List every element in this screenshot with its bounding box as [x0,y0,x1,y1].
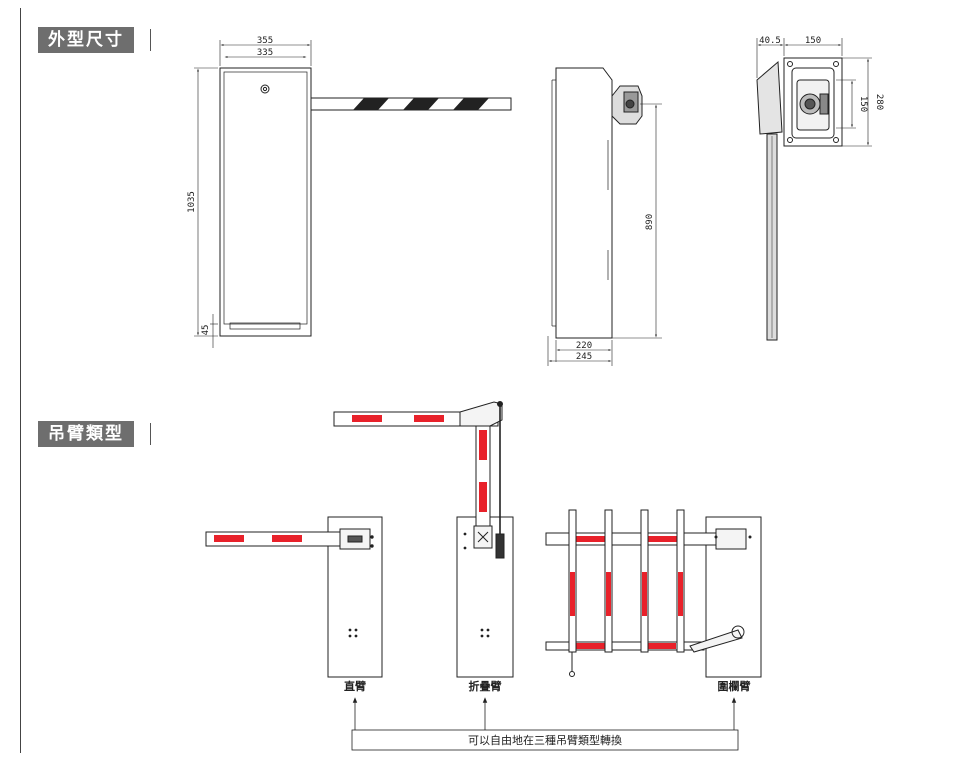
dim-end-bracket-width: 150 [805,36,821,46]
conversion-diagram [351,697,739,751]
dim-front-height: 1035 [187,191,197,213]
section-title-dimensions: 外型尺寸 [38,27,134,53]
fence-pickets [568,509,685,653]
cabinet-base-slot [229,322,301,330]
caption-fence-arm: 圍欄臂 [718,679,751,693]
arm-mount-flange [756,60,783,135]
dim-end-bracket-depth: 280 [874,94,884,110]
arm-stripes [353,98,489,110]
straight-arm-barrier [205,516,383,678]
dim-end-offset: 40.5 [759,36,781,46]
cabinet-side-outline [555,67,613,339]
mount-bracket [783,57,843,147]
cabinet [327,516,383,678]
dim-front-width-inner: 335 [257,48,273,58]
folding-arm-barrier [333,401,514,678]
conversion-note-box [351,729,739,751]
cabinet-front-panel [223,71,308,325]
fence-link-arm [689,629,743,653]
fence-arm-barrier [545,509,762,678]
dim-side-depth-inner: 220 [576,341,592,351]
section-title-divider [150,29,151,51]
dim-front-width-outer: 355 [257,36,273,46]
cabinet [705,516,762,678]
dim-end-hole-spacing: 150 [858,96,868,112]
caption-folding-arm: 折疊臂 [469,679,502,693]
caption-straight-arm: 直臂 [344,679,366,693]
key-lock-icon [260,84,270,94]
section-title-divider [150,423,151,445]
dim-front-base: 45 [201,325,211,336]
end-view [756,38,872,341]
cabinet-front-outline [219,67,312,337]
section-title-arm-types: 吊臂類型 [38,421,134,447]
left-vertical-rule [20,8,21,753]
dim-side-arm-height: 890 [645,214,655,230]
side-view [547,67,662,366]
dim-side-depth-outer: 245 [576,352,592,362]
front-view [194,40,512,348]
conversion-note: 可以自由地在三種吊臂類型轉換 [468,733,622,747]
